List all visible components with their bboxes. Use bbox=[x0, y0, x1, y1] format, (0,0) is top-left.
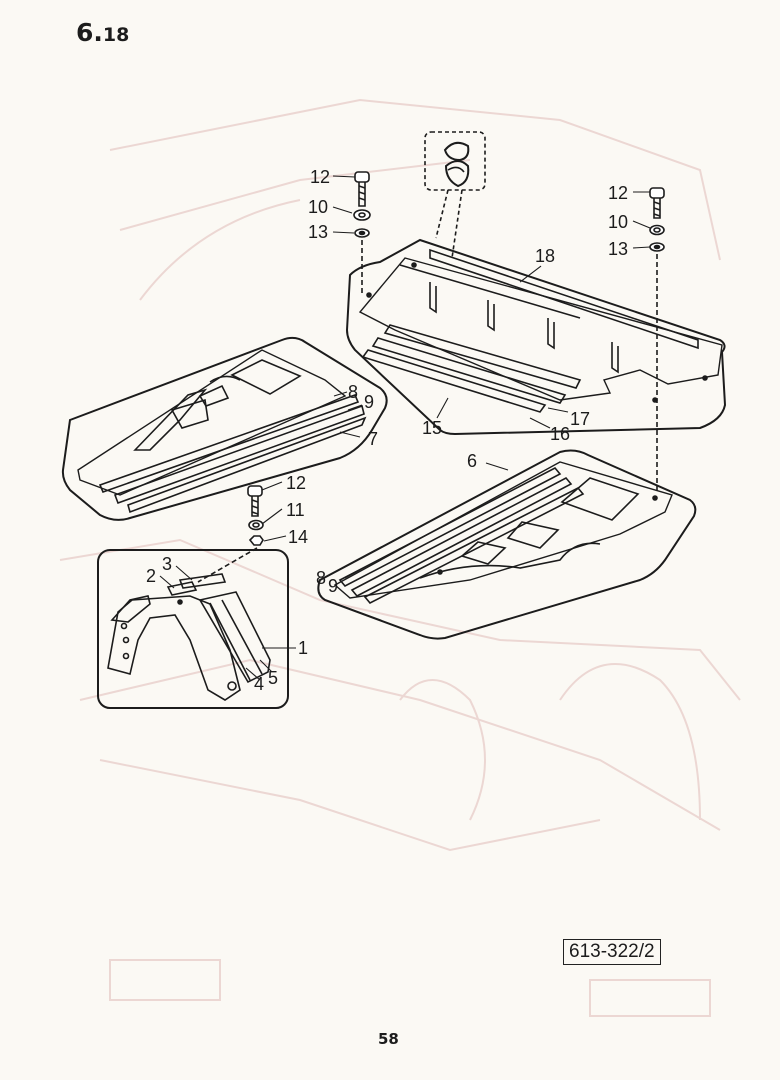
fastener-set-upper-left bbox=[353, 171, 371, 296]
label-12-lower: 12 bbox=[286, 473, 306, 493]
part-labels: 12 10 13 12 10 13 18 8 9 7 15 16 17 6 12… bbox=[146, 167, 628, 694]
label-9-right: 9 bbox=[328, 576, 338, 596]
label-18: 18 bbox=[535, 246, 555, 266]
label-12-upper-right: 12 bbox=[608, 183, 628, 203]
label-11: 11 bbox=[286, 500, 305, 520]
label-5: 5 bbox=[268, 668, 278, 688]
label-7: 7 bbox=[368, 429, 378, 449]
fastener-set-lower bbox=[197, 485, 264, 583]
label-10-upper-right: 10 bbox=[608, 212, 628, 232]
label-4: 4 bbox=[254, 674, 264, 694]
label-1: 1 bbox=[298, 638, 308, 658]
label-14: 14 bbox=[288, 527, 308, 547]
label-2: 2 bbox=[146, 566, 156, 586]
page-number: 58 bbox=[378, 1030, 399, 1048]
label-10-upper-left: 10 bbox=[308, 197, 328, 217]
label-15: 15 bbox=[422, 418, 442, 438]
section-number: 6. bbox=[76, 18, 103, 47]
label-8-left: 8 bbox=[348, 382, 358, 402]
label-6: 6 bbox=[467, 451, 477, 471]
label-13-upper-left: 13 bbox=[308, 222, 328, 242]
leader-lines bbox=[159, 175, 651, 681]
floor-panel-lower-right bbox=[317, 449, 697, 640]
detail-inset-bracket bbox=[97, 549, 289, 709]
label-3: 3 bbox=[162, 554, 172, 574]
floor-panel-upper-right bbox=[345, 238, 727, 436]
label-9-left: 9 bbox=[364, 392, 374, 412]
label-16: 16 bbox=[550, 424, 570, 444]
label-13-upper-right: 13 bbox=[608, 239, 628, 259]
section-subnumber: 18 bbox=[102, 24, 130, 46]
page-title: 6.18 bbox=[76, 18, 129, 47]
fastener-set-upper-right bbox=[649, 187, 665, 494]
label-17: 17 bbox=[570, 409, 590, 429]
drawing-reference-code: 613-322/2 bbox=[563, 939, 661, 965]
background-bleed-through bbox=[59, 98, 741, 1017]
seal-profile-detail bbox=[424, 131, 486, 259]
label-8-right: 8 bbox=[316, 568, 326, 588]
floor-panel-left bbox=[61, 336, 388, 521]
label-12-upper-left: 12 bbox=[310, 167, 330, 187]
